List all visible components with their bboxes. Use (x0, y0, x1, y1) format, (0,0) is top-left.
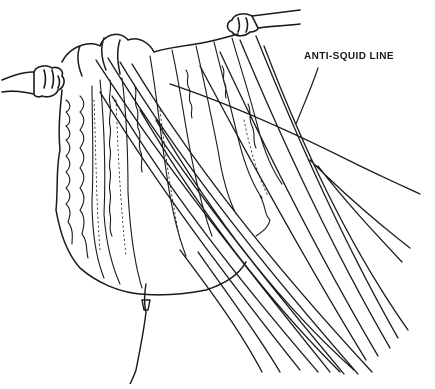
canopy-folds-right (150, 38, 282, 256)
right-hand (228, 10, 301, 36)
suspension-lines (96, 36, 408, 374)
canopy-folds-left (66, 78, 142, 288)
apex-cord (130, 284, 150, 384)
anti-squid-line-label: ANTI-SQUID LINE (304, 51, 394, 62)
callout-pointer (296, 68, 318, 124)
canopy-outline (56, 34, 246, 295)
left-hand (2, 66, 64, 97)
